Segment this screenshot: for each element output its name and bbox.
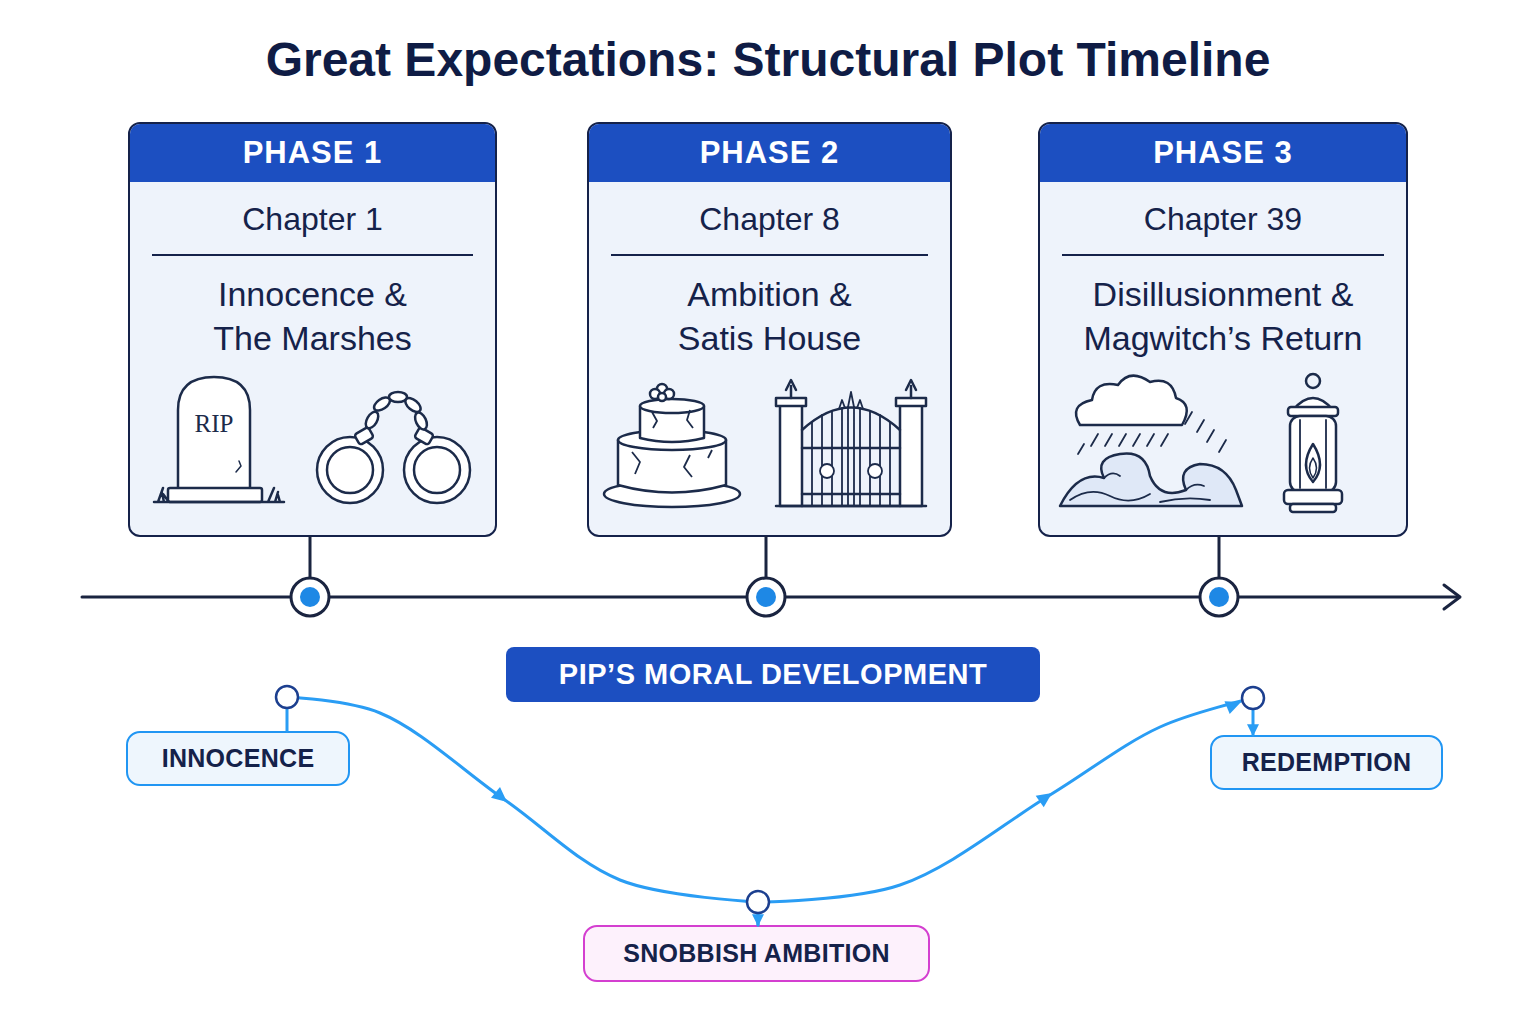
chapter-number: Chapter 39 (1040, 198, 1406, 240)
arc-direction-arrow (1224, 696, 1243, 715)
phase-heading: PHASE 1 (130, 124, 495, 182)
timeline-axis (82, 596, 1459, 599)
connector-group (287, 697, 1253, 925)
phase-card: PHASE 3 Chapter 39 Disillusionment & Magwi… (1038, 122, 1408, 537)
stage-label: SNOBBISH AMBITION (623, 939, 890, 968)
development-arc (287, 697, 758, 925)
arc-point (1242, 687, 1264, 709)
arc-point (747, 891, 769, 913)
phase-title: Ambition & Satis House (655, 272, 885, 360)
stage-pill: REDEMPTION (1210, 735, 1443, 790)
arc-point (276, 686, 1264, 913)
phase-title: Disillusionment & Magwitch’s Return (1058, 272, 1388, 360)
timeline-marker (291, 578, 329, 616)
timeline-axis (765, 537, 768, 578)
timeline-axis (82, 537, 1460, 609)
phase-heading: PHASE 2 (589, 124, 950, 182)
arc-point (276, 686, 298, 708)
timeline-marker (1209, 587, 1229, 607)
stage-pill: SNOBBISH AMBITION (583, 925, 930, 982)
phase-heading: PHASE 3 (1040, 124, 1406, 182)
timeline-marker (747, 578, 785, 616)
diagram-title: Great Expectations: Structural Plot Time… (0, 28, 1536, 92)
timeline-axis (1218, 537, 1221, 578)
timeline-marker (756, 587, 776, 607)
arc-direction-arrow (491, 787, 511, 807)
development-arc (758, 698, 1253, 925)
divider-rule (611, 254, 928, 256)
engraved-label: RIP (176, 408, 252, 440)
banner-text: PIP’S MORAL DEVELOPMENT (559, 658, 987, 691)
timeline-axis (1444, 585, 1460, 609)
chapter-number: Chapter 1 (130, 198, 495, 240)
phase-card: PHASE 2 Chapter 8 Ambition & Satis House (587, 122, 952, 537)
timeline-marker (1200, 578, 1238, 616)
arc-direction-arrow (1036, 787, 1056, 807)
stage-label: REDEMPTION (1242, 748, 1412, 777)
chapter-number: Chapter 8 (589, 198, 950, 240)
timeline-marker (291, 578, 1238, 616)
stage-label: INNOCENCE (162, 744, 315, 773)
divider-rule (1062, 254, 1384, 256)
section-banner: PIP’S MORAL DEVELOPMENT (506, 647, 1040, 702)
phase-card: PHASE 1 Chapter 1 Innocence & The Marshes (128, 122, 497, 537)
stage-pill: INNOCENCE (126, 731, 350, 786)
phase-title: Innocence & The Marshes (198, 272, 428, 360)
divider-rule (152, 254, 473, 256)
arc-direction-arrow (491, 696, 1244, 808)
timeline-marker (300, 587, 320, 607)
timeline-axis (309, 537, 312, 578)
